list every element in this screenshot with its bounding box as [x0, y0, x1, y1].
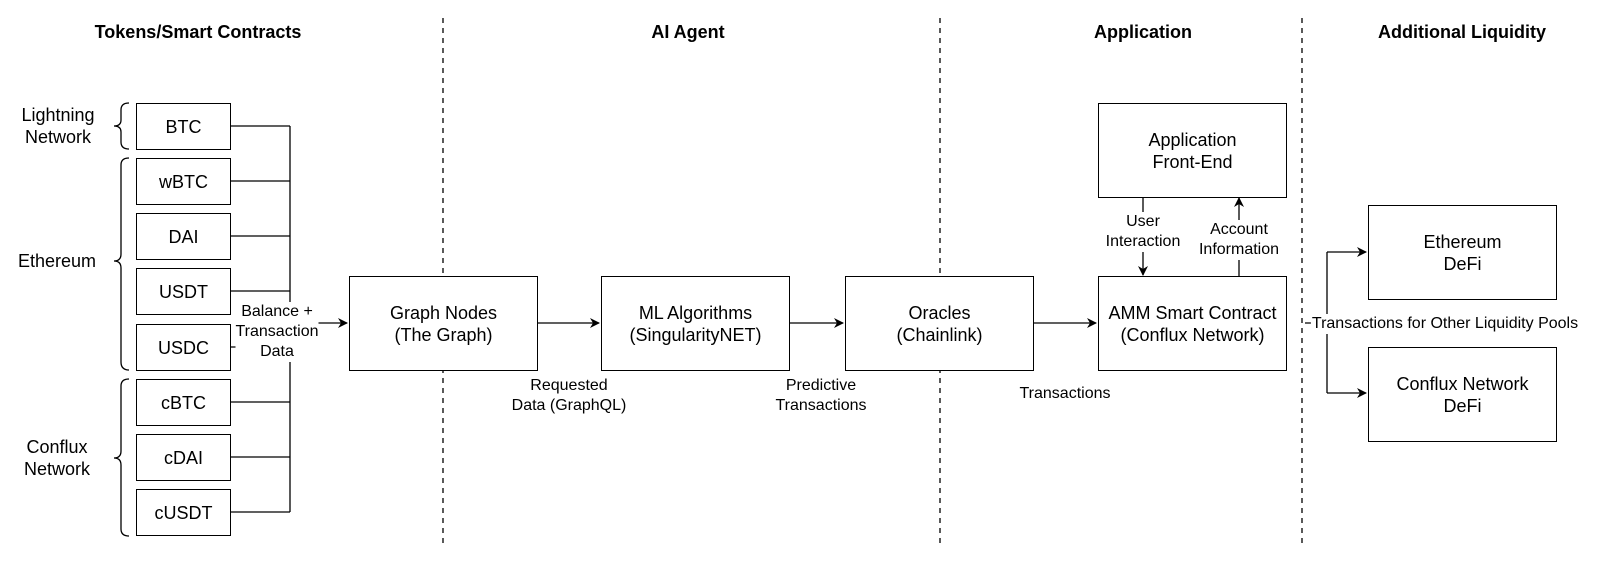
box-subtitle: Front-End	[1152, 151, 1233, 172]
box-conflux-network-defi: Conflux Network DeFi	[1368, 347, 1557, 442]
group-label-line: Network	[23, 459, 91, 479]
header-application: Application	[1094, 22, 1192, 42]
box-subtitle: DeFi	[1443, 253, 1482, 274]
token-btc: BTC	[136, 103, 231, 150]
group-label-line: Lightning	[21, 105, 95, 125]
header-ai-agent: AI Agent	[651, 22, 725, 42]
box-title: ML Algorithms	[638, 302, 753, 323]
label-requested-data: Requested Data (GraphQL)	[512, 376, 627, 416]
group-conflux-network: Conflux Network	[24, 436, 90, 480]
box-subtitle: (Conflux Network)	[1120, 324, 1265, 345]
token-wbtc: wBTC	[136, 158, 231, 205]
token-usdt: USDT	[136, 268, 231, 315]
group-braces	[113, 102, 130, 537]
token-cusdt: cUSDT	[136, 489, 231, 536]
box-graph-nodes: Graph Nodes (The Graph)	[349, 276, 538, 371]
label-line: Interaction	[1105, 233, 1181, 250]
box-title: Oracles	[908, 302, 971, 323]
group-label-line: Network	[24, 127, 92, 147]
box-subtitle: DeFi	[1443, 395, 1482, 416]
group-label-line: Conflux	[26, 437, 88, 457]
label-transactions: Transactions	[1019, 385, 1111, 402]
box-subtitle: (SingularityNET)	[629, 324, 762, 345]
box-oracles: Oracles (Chainlink)	[845, 276, 1034, 371]
label-line: Transaction	[235, 323, 319, 340]
token-cbtc: cBTC	[136, 379, 231, 426]
group-label-line: Ethereum	[17, 251, 97, 271]
label-predictive-transactions: Predictive Transactions	[776, 376, 867, 416]
box-ethereum-defi: Ethereum DeFi	[1368, 205, 1557, 300]
label-line: Transactions	[775, 397, 867, 414]
box-title: Graph Nodes	[389, 302, 498, 323]
label-line: User	[1126, 213, 1160, 230]
label-transactions-other-pools: Transactions for Other Liquidity Pools	[1310, 314, 1580, 334]
token-dai: DAI	[136, 213, 231, 260]
box-title: AMM Smart Contract	[1108, 302, 1277, 323]
box-application-front-end: Application Front-End	[1098, 103, 1287, 198]
header-additional-liquidity: Additional Liquidity	[1378, 22, 1546, 42]
token-usdc: USDC	[136, 324, 231, 371]
group-ethereum: Ethereum	[18, 250, 96, 272]
box-title: Ethereum	[1423, 231, 1502, 252]
box-ml-algorithms: ML Algorithms (SingularityNET)	[601, 276, 790, 371]
label-account-information: Account Information	[1196, 220, 1282, 260]
box-subtitle: (The Graph)	[394, 324, 493, 345]
group-lightning-network: Lightning Network	[21, 104, 94, 148]
label-line: Data (GraphQL)	[511, 397, 627, 414]
label-line: Data	[260, 343, 294, 360]
box-title: Application	[1148, 129, 1237, 150]
label-user-interaction: User Interaction	[1103, 212, 1183, 252]
label-line: Account	[1210, 221, 1268, 238]
label-line: Requested	[530, 377, 608, 394]
box-title: Conflux Network	[1396, 373, 1529, 394]
label-line: Information	[1198, 241, 1280, 258]
header-tokens: Tokens/Smart Contracts	[94, 22, 302, 42]
token-cdai: cDAI	[136, 434, 231, 481]
box-amm-smart-contract: AMM Smart Contract (Conflux Network)	[1098, 276, 1287, 371]
label-line: Balance +	[241, 303, 313, 320]
label-line: Predictive	[785, 377, 857, 394]
label-balance-transaction-data: Balance + Transaction Data	[235, 302, 319, 362]
box-subtitle: (Chainlink)	[896, 324, 983, 345]
